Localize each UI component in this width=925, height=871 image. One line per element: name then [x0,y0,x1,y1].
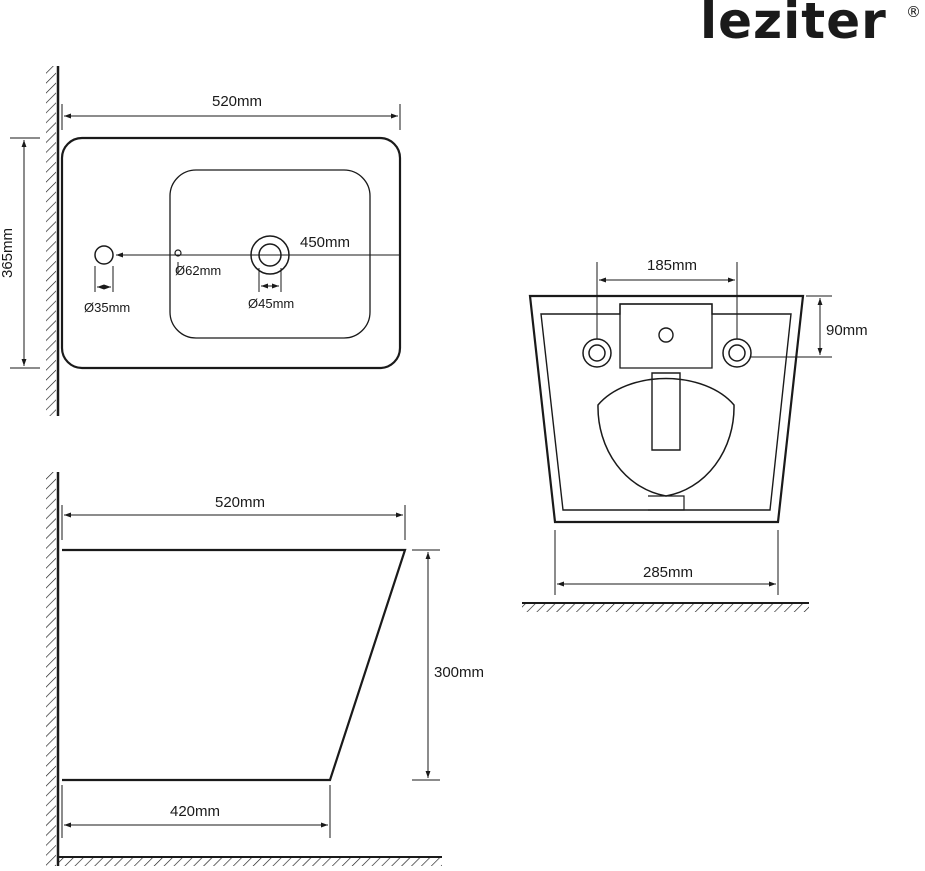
side-top-length-label: 520mm [215,494,265,511]
top-depth-label: 365mm [0,228,16,278]
top-width-label: 520mm [212,93,262,110]
bolt-height-label: 90mm [826,322,868,339]
rear-inlet-block [619,303,713,369]
registered-mark: ® [906,3,921,21]
rear-inlet-hole [658,327,674,343]
top-view-bowl [169,169,371,339]
top-view-wall-hatch [46,66,56,416]
top-view-outline [60,136,402,370]
rear-view: 185mm 90mm 285mm [522,257,868,612]
side-view-wall-hatch [46,472,56,866]
side-height-label: 300mm [434,664,484,681]
right-bolt-hole-inner [728,344,746,362]
hole-spacing-label: 450mm [300,234,350,251]
rear-view-outline [528,294,805,524]
tiny-hole [174,249,182,257]
base-width-label: 285mm [643,564,693,581]
brand-logo: leziter ® [700,0,921,50]
drain-label: Ø45mm [248,296,294,311]
side-view-outline [62,548,407,782]
rear-outlet-pipe [651,372,681,451]
side-view-floor-hatch [58,858,442,866]
side-bottom-length-label: 420mm [170,803,220,820]
side-view: 520mm 300mm 420mm [46,472,484,866]
tiny-hole-label: Ø62mm [175,263,221,278]
rear-outlet-base [648,495,685,511]
bolt-spacing-label: 185mm [647,257,697,274]
top-view: 520mm 365mm 450mm Ø35mm Ø62mm Ø45mm [0,66,402,416]
rear-view-floor-hatch [522,604,809,612]
brand-name: leziter [700,0,887,50]
small-hole [94,245,114,265]
left-bolt-hole-inner [588,344,606,362]
small-hole-label: Ø35mm [84,300,130,315]
